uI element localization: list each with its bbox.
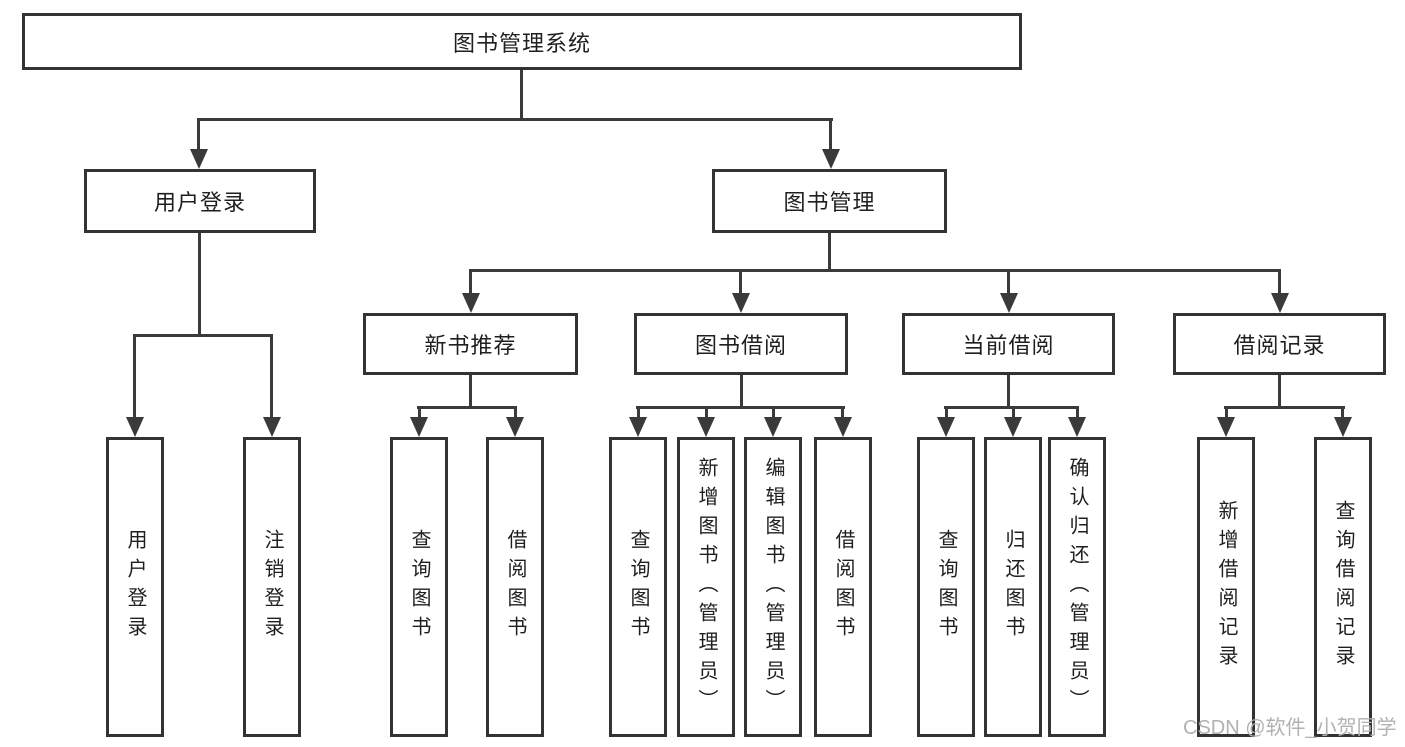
connector-line: [1341, 406, 1344, 420]
arrowhead-down-icon: [732, 293, 750, 313]
connector-line: [1278, 375, 1281, 408]
arrowhead-down-icon: [506, 417, 524, 437]
leaf-user-login-label: 用户登录: [124, 529, 146, 645]
connector-line: [705, 406, 708, 420]
connector-line: [1076, 406, 1079, 420]
leaf-query-books-current-label: 查询图书: [935, 529, 957, 645]
connector-line: [637, 406, 640, 420]
leaf-return-book: 归还图书: [984, 437, 1042, 737]
leaf-edit-book-admin-label: 编辑图书（管理员）: [762, 456, 784, 718]
leaf-borrow-books-recommend-label: 借阅图书: [504, 529, 526, 645]
arrowhead-down-icon: [629, 417, 647, 437]
connector-line: [133, 334, 273, 337]
leaf-query-books-borrow: 查询图书: [609, 437, 667, 737]
node-book-management: 图书管理: [712, 169, 947, 233]
connector-line: [829, 118, 832, 152]
leaf-borrow-books-recommend: 借阅图书: [486, 437, 544, 737]
connector-line: [417, 406, 517, 409]
leaf-confirm-return-admin: 确认归还（管理员）: [1048, 437, 1106, 737]
leaf-confirm-return-admin-label: 确认归还（管理员）: [1066, 456, 1088, 718]
connector-line: [772, 406, 775, 420]
leaf-add-book-admin: 新增图书（管理员）: [677, 437, 735, 737]
leaf-query-books-current: 查询图书: [917, 437, 975, 737]
connector-line: [1007, 375, 1010, 408]
node-user-login: 用户登录: [84, 169, 316, 233]
connector-line: [740, 375, 743, 408]
connector-line: [469, 375, 472, 408]
arrowhead-down-icon: [190, 149, 208, 169]
leaf-logout-label: 注销登录: [261, 529, 283, 645]
arrowhead-down-icon: [834, 417, 852, 437]
connector-line: [469, 269, 472, 296]
arrowhead-down-icon: [937, 417, 955, 437]
connector-line: [1007, 269, 1010, 296]
leaf-query-books-borrow-label: 查询图书: [627, 529, 649, 645]
node-current-borrow: 当前借阅: [902, 313, 1115, 375]
leaf-query-books-recommend: 查询图书: [390, 437, 448, 737]
connector-line: [945, 406, 948, 420]
leaf-add-book-admin-label: 新增图书（管理员）: [695, 456, 717, 718]
arrowhead-down-icon: [462, 293, 480, 313]
connector-line: [514, 406, 517, 420]
connector-line: [1225, 406, 1228, 420]
arrowhead-down-icon: [1217, 417, 1235, 437]
arrowhead-down-icon: [697, 417, 715, 437]
arrowhead-down-icon: [1334, 417, 1352, 437]
connector-line: [133, 334, 136, 420]
leaf-add-borrow-record: 新增借阅记录: [1197, 437, 1255, 737]
leaf-borrow-books-label: 借阅图书: [832, 529, 854, 645]
connector-line: [1278, 269, 1281, 296]
csdn-watermark: CSDN @软件_小贺同学: [1183, 717, 1397, 739]
connector-line: [841, 406, 844, 420]
arrowhead-down-icon: [1068, 417, 1086, 437]
leaf-edit-book-admin: 编辑图书（管理员）: [744, 437, 802, 737]
leaf-borrow-books: 借阅图书: [814, 437, 872, 737]
connector-line: [198, 233, 201, 337]
arrowhead-down-icon: [1000, 293, 1018, 313]
connector-line: [270, 334, 273, 420]
connector-line: [469, 269, 1281, 272]
node-borrow-records: 借阅记录: [1173, 313, 1386, 375]
connector-line: [418, 406, 421, 420]
arrowhead-down-icon: [126, 417, 144, 437]
connector-line: [636, 406, 845, 409]
connector-line: [197, 118, 833, 121]
leaf-query-books-recommend-label: 查询图书: [408, 529, 430, 645]
leaf-query-borrow-record: 查询借阅记录: [1314, 437, 1372, 737]
connector-line: [1012, 406, 1015, 420]
leaf-user-login: 用户登录: [106, 437, 164, 737]
node-new-book-recommend: 新书推荐: [363, 313, 578, 375]
arrowhead-down-icon: [822, 149, 840, 169]
connector-line: [828, 233, 831, 272]
arrowhead-down-icon: [263, 417, 281, 437]
arrowhead-down-icon: [764, 417, 782, 437]
arrowhead-down-icon: [1271, 293, 1289, 313]
node-root: 图书管理系统: [22, 13, 1022, 70]
connector-line: [739, 269, 742, 296]
connector-line: [1224, 406, 1345, 409]
arrowhead-down-icon: [410, 417, 428, 437]
leaf-logout: 注销登录: [243, 437, 301, 737]
leaf-add-borrow-record-label: 新增借阅记录: [1215, 500, 1237, 674]
node-book-borrow: 图书借阅: [634, 313, 848, 375]
arrowhead-down-icon: [1004, 417, 1022, 437]
connector-line: [520, 70, 523, 121]
connector-line: [944, 406, 1079, 409]
connector-line: [197, 118, 200, 152]
leaf-return-book-label: 归还图书: [1002, 529, 1024, 645]
leaf-query-borrow-record-label: 查询借阅记录: [1332, 500, 1354, 674]
